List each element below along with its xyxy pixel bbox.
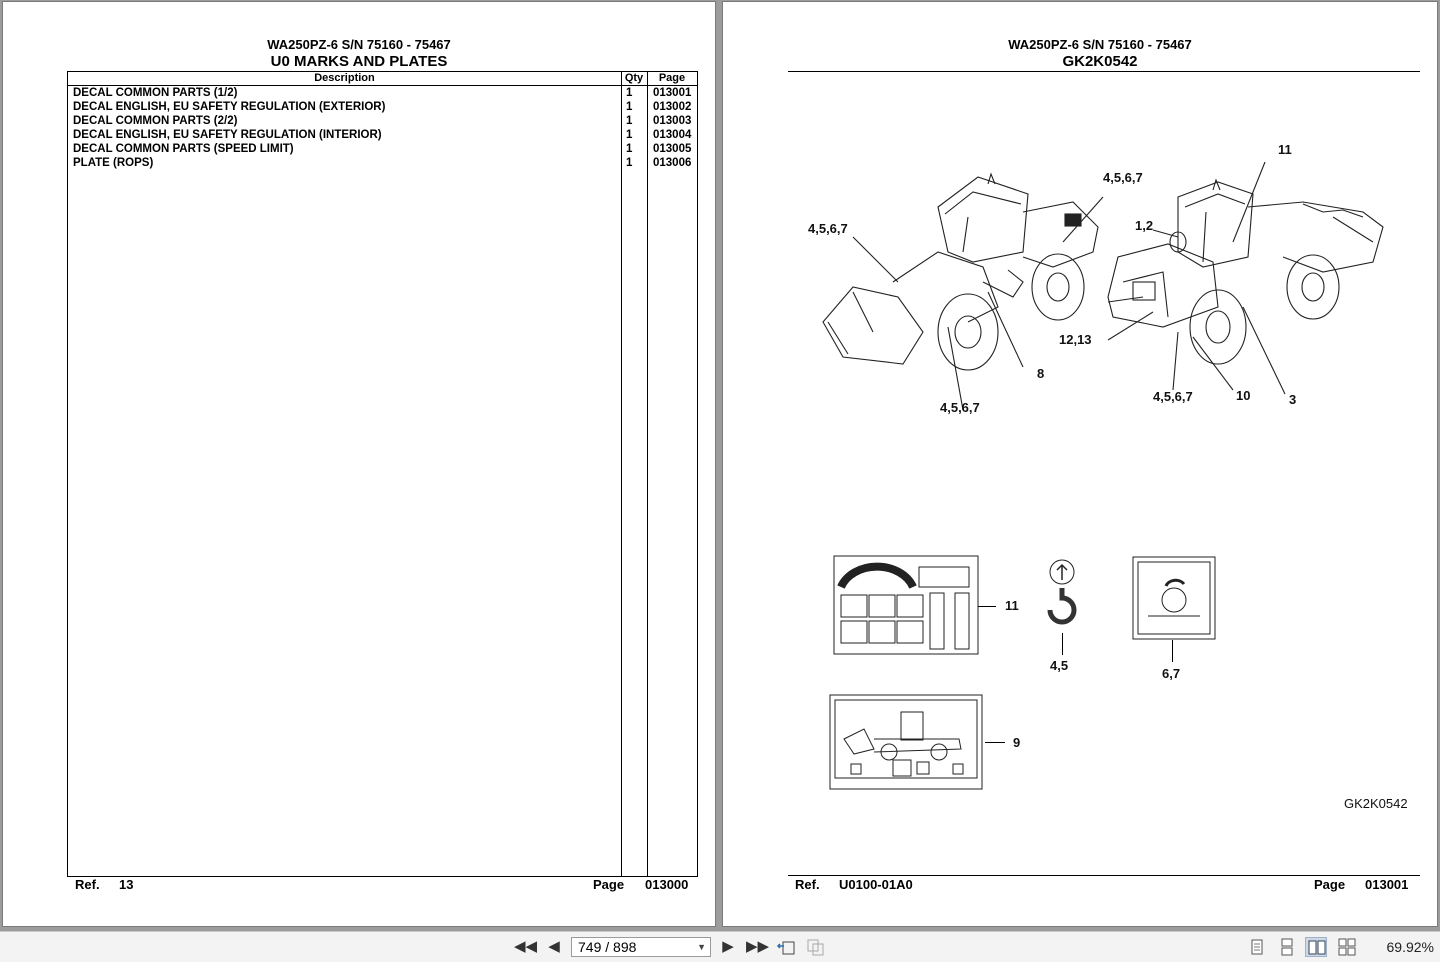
ref-value: 13 (119, 877, 134, 892)
two-page-view-icon[interactable] (1305, 937, 1327, 957)
leader-line (1062, 633, 1063, 655)
rops-plate-illustration (1132, 556, 1216, 640)
page-column-divider (647, 72, 648, 876)
page-number-field[interactable]: 749 / 898 ▼ (571, 937, 711, 957)
chevron-down-icon[interactable]: ▼ (697, 942, 706, 952)
row-description: DECAL COMMON PARTS (SPEED LIMIT) (73, 143, 294, 155)
row-qty: 1 (626, 157, 633, 169)
continuous-view-icon[interactable] (1276, 937, 1298, 957)
qty-column-header: Qty (624, 72, 644, 84)
row-qty: 1 (626, 129, 633, 141)
callout-4567: 4,5,6,7 (1103, 170, 1143, 185)
lifting-hook-icon (1047, 559, 1077, 625)
callout-45: 4,5 (1050, 658, 1069, 673)
callout-4567: 4,5,6,7 (808, 221, 848, 236)
illustration-title: GK2K0542 (1062, 53, 1138, 70)
page-number: 013000 (645, 877, 689, 892)
page-label: Page (1314, 877, 1346, 892)
rear-view-loader (1107, 178, 1384, 365)
decal-9-illustration (829, 694, 983, 790)
table-row[interactable]: DECAL COMMON PARTS (SPEED LIMIT) 1 01300… (68, 142, 697, 156)
table-row[interactable]: PLATE (ROPS) 1 013006 (68, 156, 697, 170)
next-view-icon[interactable] (806, 938, 826, 956)
leader-line (985, 742, 1005, 743)
next-page-icon[interactable]: ▶ (722, 938, 734, 955)
callout-12: 1,2 (1135, 218, 1154, 233)
left-page: WA250PZ-6 S/N 75160 - 75467 U0 MARKS AND… (3, 2, 715, 926)
last-page-icon[interactable]: ▶▶ (746, 938, 770, 955)
row-description: PLATE (ROPS) (73, 157, 154, 169)
footer-rule (788, 875, 1420, 876)
row-qty: 1 (626, 115, 633, 127)
previous-view-icon[interactable] (776, 938, 796, 956)
row-page-link[interactable]: 013006 (653, 157, 692, 169)
header-rule (788, 71, 1420, 72)
callout-67: 6,7 (1162, 666, 1181, 681)
section-title: U0 MARKS AND PLATES (270, 53, 448, 70)
row-description: DECAL ENGLISH, EU SAFETY REGULATION (EXT… (73, 101, 386, 113)
row-page-link[interactable]: 013003 (653, 115, 692, 127)
page-label: Page (593, 877, 625, 892)
row-page-link[interactable]: 013004 (653, 129, 692, 141)
row-description: DECAL COMMON PARTS (2/2) (73, 115, 238, 127)
row-qty: 1 (626, 87, 633, 99)
ref-label: Ref. (795, 877, 820, 892)
page-column-header: Page (658, 72, 686, 84)
drawing-code: GK2K0542 (1344, 796, 1408, 811)
header-rule (68, 85, 697, 86)
description-column-header: Description (314, 72, 375, 84)
table-row[interactable]: DECAL COMMON PARTS (2/2) 1 013003 (68, 114, 697, 128)
table-row[interactable]: DECAL ENGLISH, EU SAFETY REGULATION (INT… (68, 128, 697, 142)
callout-10: 10 (1236, 388, 1251, 403)
callout-1213: 12,13 (1059, 332, 1092, 347)
viewer-toolbar: ◀◀ ◀ 749 / 898 ▼ ▶ ▶▶ 69.92% (0, 931, 1440, 962)
callout-4567: 4,5,6,7 (940, 400, 980, 415)
callout-9: 9 (1013, 735, 1021, 750)
ref-value: U0100-01A0 (839, 877, 913, 892)
row-description: DECAL ENGLISH, EU SAFETY REGULATION (INT… (73, 129, 382, 141)
right-page: WA250PZ-6 S/N 75160 - 75467 GK2K0542 (723, 2, 1437, 926)
single-page-view-icon[interactable] (1246, 937, 1268, 957)
model-heading: WA250PZ-6 S/N 75160 - 75467 (1008, 37, 1192, 52)
decal-11-illustration (833, 555, 979, 655)
ref-label: Ref. (75, 877, 100, 892)
callout-11: 11 (1278, 142, 1292, 157)
callout-3: 3 (1289, 392, 1297, 407)
leader-line (1172, 640, 1173, 662)
two-page-continuous-view-icon[interactable] (1336, 937, 1358, 957)
qty-column-divider (621, 72, 622, 876)
previous-page-icon[interactable]: ◀ (548, 938, 560, 955)
row-qty: 1 (626, 143, 633, 155)
callout-4567: 4,5,6,7 (1153, 389, 1193, 404)
wheel-loader-illustration (822, 161, 1384, 411)
page-indicator: 749 / 898 (578, 939, 637, 955)
row-qty: 1 (626, 101, 633, 113)
callout-8: 8 (1037, 366, 1045, 381)
leader-line (978, 606, 996, 607)
front-view-loader (822, 172, 1099, 371)
first-page-icon[interactable]: ◀◀ (514, 938, 538, 955)
zoom-level[interactable]: 69.92% (1386, 939, 1434, 955)
parts-index-table: Description Qty Page DECAL COMMON PARTS … (67, 71, 698, 877)
row-page-link[interactable]: 013001 (653, 87, 692, 99)
row-page-link[interactable]: 013002 (653, 101, 692, 113)
model-heading: WA250PZ-6 S/N 75160 - 75467 (267, 37, 451, 52)
callout-11: 11 (1005, 598, 1019, 613)
page-number: 013001 (1365, 877, 1409, 892)
table-row[interactable]: DECAL COMMON PARTS (1/2) 1 013001 (68, 86, 697, 100)
row-page-link[interactable]: 013005 (653, 143, 692, 155)
row-description: DECAL COMMON PARTS (1/2) (73, 87, 238, 99)
table-row[interactable]: DECAL ENGLISH, EU SAFETY REGULATION (EXT… (68, 100, 697, 114)
